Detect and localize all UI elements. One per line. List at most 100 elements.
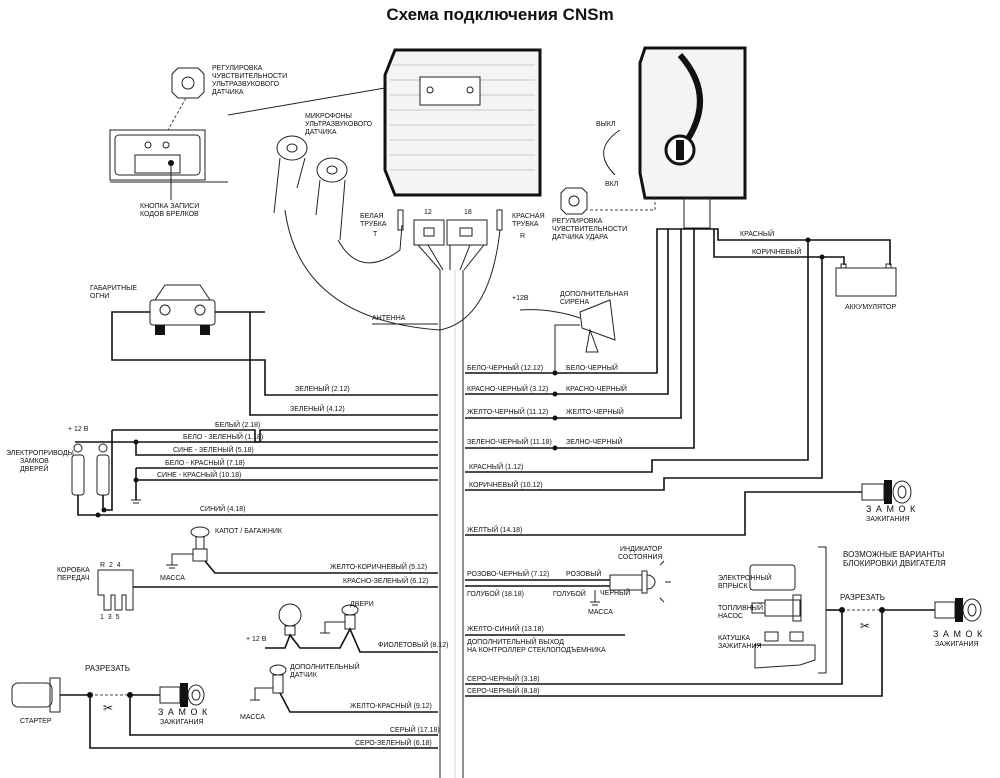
battery-icon — [835, 263, 897, 297]
siren-wires — [465, 228, 891, 491]
door-lock-wires — [75, 429, 438, 518]
label: МИКРОФОНЫ — [305, 113, 352, 120]
label: З А М О К — [158, 707, 208, 717]
wire-label: СИНЕ - КРАСНЫЙ (10.18) — [157, 470, 241, 479]
label: ЧУВСТВИТЕЛЬНОСТИ — [212, 73, 287, 80]
wire-label: СИНИЙ (4.18) — [200, 504, 245, 513]
wire-label: СЕРЫЙ (17.18) — [390, 725, 440, 734]
wire-label: ГОЛУБОЙ (18.18) — [467, 589, 524, 598]
wire-label: ЗЕЛЕНЫЙ (4.12) — [290, 404, 345, 413]
label: З А М О К — [933, 629, 983, 639]
wire-label: ЖЕЛТО-КОРИЧНЕВЫЙ (5.12) — [330, 562, 427, 571]
label: R 2 4 — [100, 562, 121, 569]
wire-label: КРАСНЫЙ — [740, 229, 774, 238]
ground-label: МАССА — [588, 609, 613, 616]
wire-label: СЕРО-ЧЕРНЫЙ (8.18) — [467, 686, 540, 695]
label: ДАТЧИКА — [305, 129, 337, 136]
label: ЭЛЕКТРОПРИВОДЫ — [6, 450, 74, 457]
wire-label: КРАСНО-ЧЕРНЫЙ — [566, 384, 627, 393]
label: КОРОБКА — [57, 567, 90, 574]
label: КНОПКА ЗАПИСИ — [140, 203, 199, 210]
label: РЕГУЛИРОВКА — [552, 218, 603, 225]
switch-arrow — [603, 129, 621, 176]
gearbox-icon — [97, 569, 134, 611]
cut-label: РАЗРЕЗАТЬ — [840, 593, 885, 602]
label: ГАБАРИТНЫЕ — [90, 285, 137, 292]
label: ОГНИ — [90, 293, 109, 300]
wire-label: КРАСНО-ЧЕРНЫЙ (3.12) — [467, 384, 548, 393]
wire-label: ГОЛУБОЙ — [553, 589, 586, 598]
label: ВОЗМОЖНЫЕ ВАРИАНТЫ — [843, 550, 944, 559]
wire-label: КРАСНО-ЗЕЛЕНЫЙ (6.12) — [343, 576, 428, 585]
wire-label: ФИОЛЕТОВЫЙ (8.12) — [378, 640, 449, 649]
ignition-lock-icon — [934, 598, 982, 622]
label: + 12 В — [246, 636, 267, 643]
label: ТРУБКА — [360, 221, 387, 228]
label: НАСОС — [718, 613, 743, 620]
connector-12 — [397, 209, 445, 246]
cut-wires — [465, 607, 935, 697]
yellow-wire — [465, 491, 862, 536]
extra-siren-icon — [519, 299, 616, 376]
off-label: ВЫКЛ — [596, 121, 616, 128]
wire-label: БЕЛО - ЗЕЛЕНЫЙ (1.18) — [183, 432, 263, 441]
label: ЧУВСТВИТЕЛЬНОСТИ — [552, 226, 627, 233]
label: ДОПОЛНИТЕЛЬНЫЙ ВЫХОД — [467, 637, 564, 646]
scissors-icon: ✂ — [103, 701, 113, 715]
extra-sensor-icon — [250, 664, 438, 713]
label: СИРЕНА — [560, 299, 589, 306]
wire-label: ЖЕЛТО-ЧЕРНЫЙ — [566, 407, 624, 416]
starter-icon — [11, 677, 61, 713]
label: РЕГУЛИРОВКА — [212, 65, 263, 72]
label: З А М О К — [866, 504, 916, 514]
ground-label: МАССА — [160, 575, 185, 582]
ground-label: МАССА — [240, 714, 265, 721]
wire-label: БЕЛО - КРАСНЫЙ (7.18) — [165, 458, 245, 467]
wire-label: БЕЛО-ЧЕРНЫЙ — [566, 363, 618, 372]
wire-label: ЗЕЛЕНЫЙ (2.12) — [295, 384, 350, 393]
hood-switch-icon — [166, 526, 438, 574]
label: R — [520, 233, 525, 240]
label: ДАТЧИК — [290, 672, 318, 679]
label: КАПОТ / БАГАЖНИК — [215, 528, 283, 535]
label: БЛОКИРОВКИ ДВИГАТЕЛЯ — [843, 559, 946, 568]
diagram-title: Схема подключения CNSm — [386, 5, 613, 24]
wire-label: ЧЕРНЫЙ — [600, 588, 630, 597]
door-lock-actuators — [71, 443, 110, 496]
connector-18-label: 18 — [464, 209, 472, 216]
wire-label: ЖЕЛТО-ЧЕРНЫЙ (11.12) — [467, 407, 548, 416]
label: НА КОНТРОЛЛЕР СТЕКЛОПОДЪЕМНИКА — [467, 647, 606, 654]
wire-label: БЕЛО-ЧЕРНЫЙ (12.12) — [467, 363, 543, 372]
label: ИНДИКАТОР — [620, 546, 662, 553]
connector-18 — [446, 209, 503, 246]
label: СОСТОЯНИЯ — [618, 554, 663, 561]
label: ЗАЖИГАНИЯ — [160, 719, 204, 726]
wire-label: ЗЕЛНО-ЧЕРНЫЙ — [566, 437, 623, 446]
label: + 12 В — [68, 426, 89, 433]
harness — [417, 229, 501, 778]
status-led-icon — [590, 560, 671, 606]
door-lamp-switch — [265, 603, 438, 653]
connector-12-label: 12 — [424, 209, 432, 216]
wire-label: РОЗОВЫЙ — [566, 569, 601, 578]
battery-label: АККУМУЛЯТОР — [845, 304, 896, 311]
main-control-unit — [383, 48, 542, 197]
wire-label: ЖЕЛТО-КРАСНЫЙ (9.12) — [350, 701, 432, 710]
wire-label: ЖЕЛТЫЙ (14.18) — [467, 525, 522, 534]
shock-adjust-knob — [560, 187, 656, 215]
label: ЗАЖИГАНИЯ — [935, 641, 979, 648]
label: ДАТЧИКА — [212, 89, 244, 96]
cut-label: РАЗРЕЗАТЬ — [85, 664, 130, 673]
on-label: ВКЛ — [605, 181, 619, 188]
label: УЛЬТРАЗВУКОВОГО — [212, 81, 280, 88]
label: ТОПЛИВНЫЙ — [718, 603, 763, 612]
wire-label: ЗЕЛЕНО-ЧЕРНЫЙ (11.18) — [467, 437, 552, 446]
label: ЭЛЕКТРОННЫЙ — [718, 573, 772, 582]
label: 1 3 5 — [100, 614, 120, 621]
label: КРАСНАЯ — [512, 213, 545, 220]
label: +12В — [512, 295, 529, 302]
wire-label: КРАСНЫЙ (1.12) — [469, 462, 523, 471]
green-wire-4-12 — [215, 311, 438, 416]
antenna-label: АНТЕННА — [372, 315, 406, 322]
